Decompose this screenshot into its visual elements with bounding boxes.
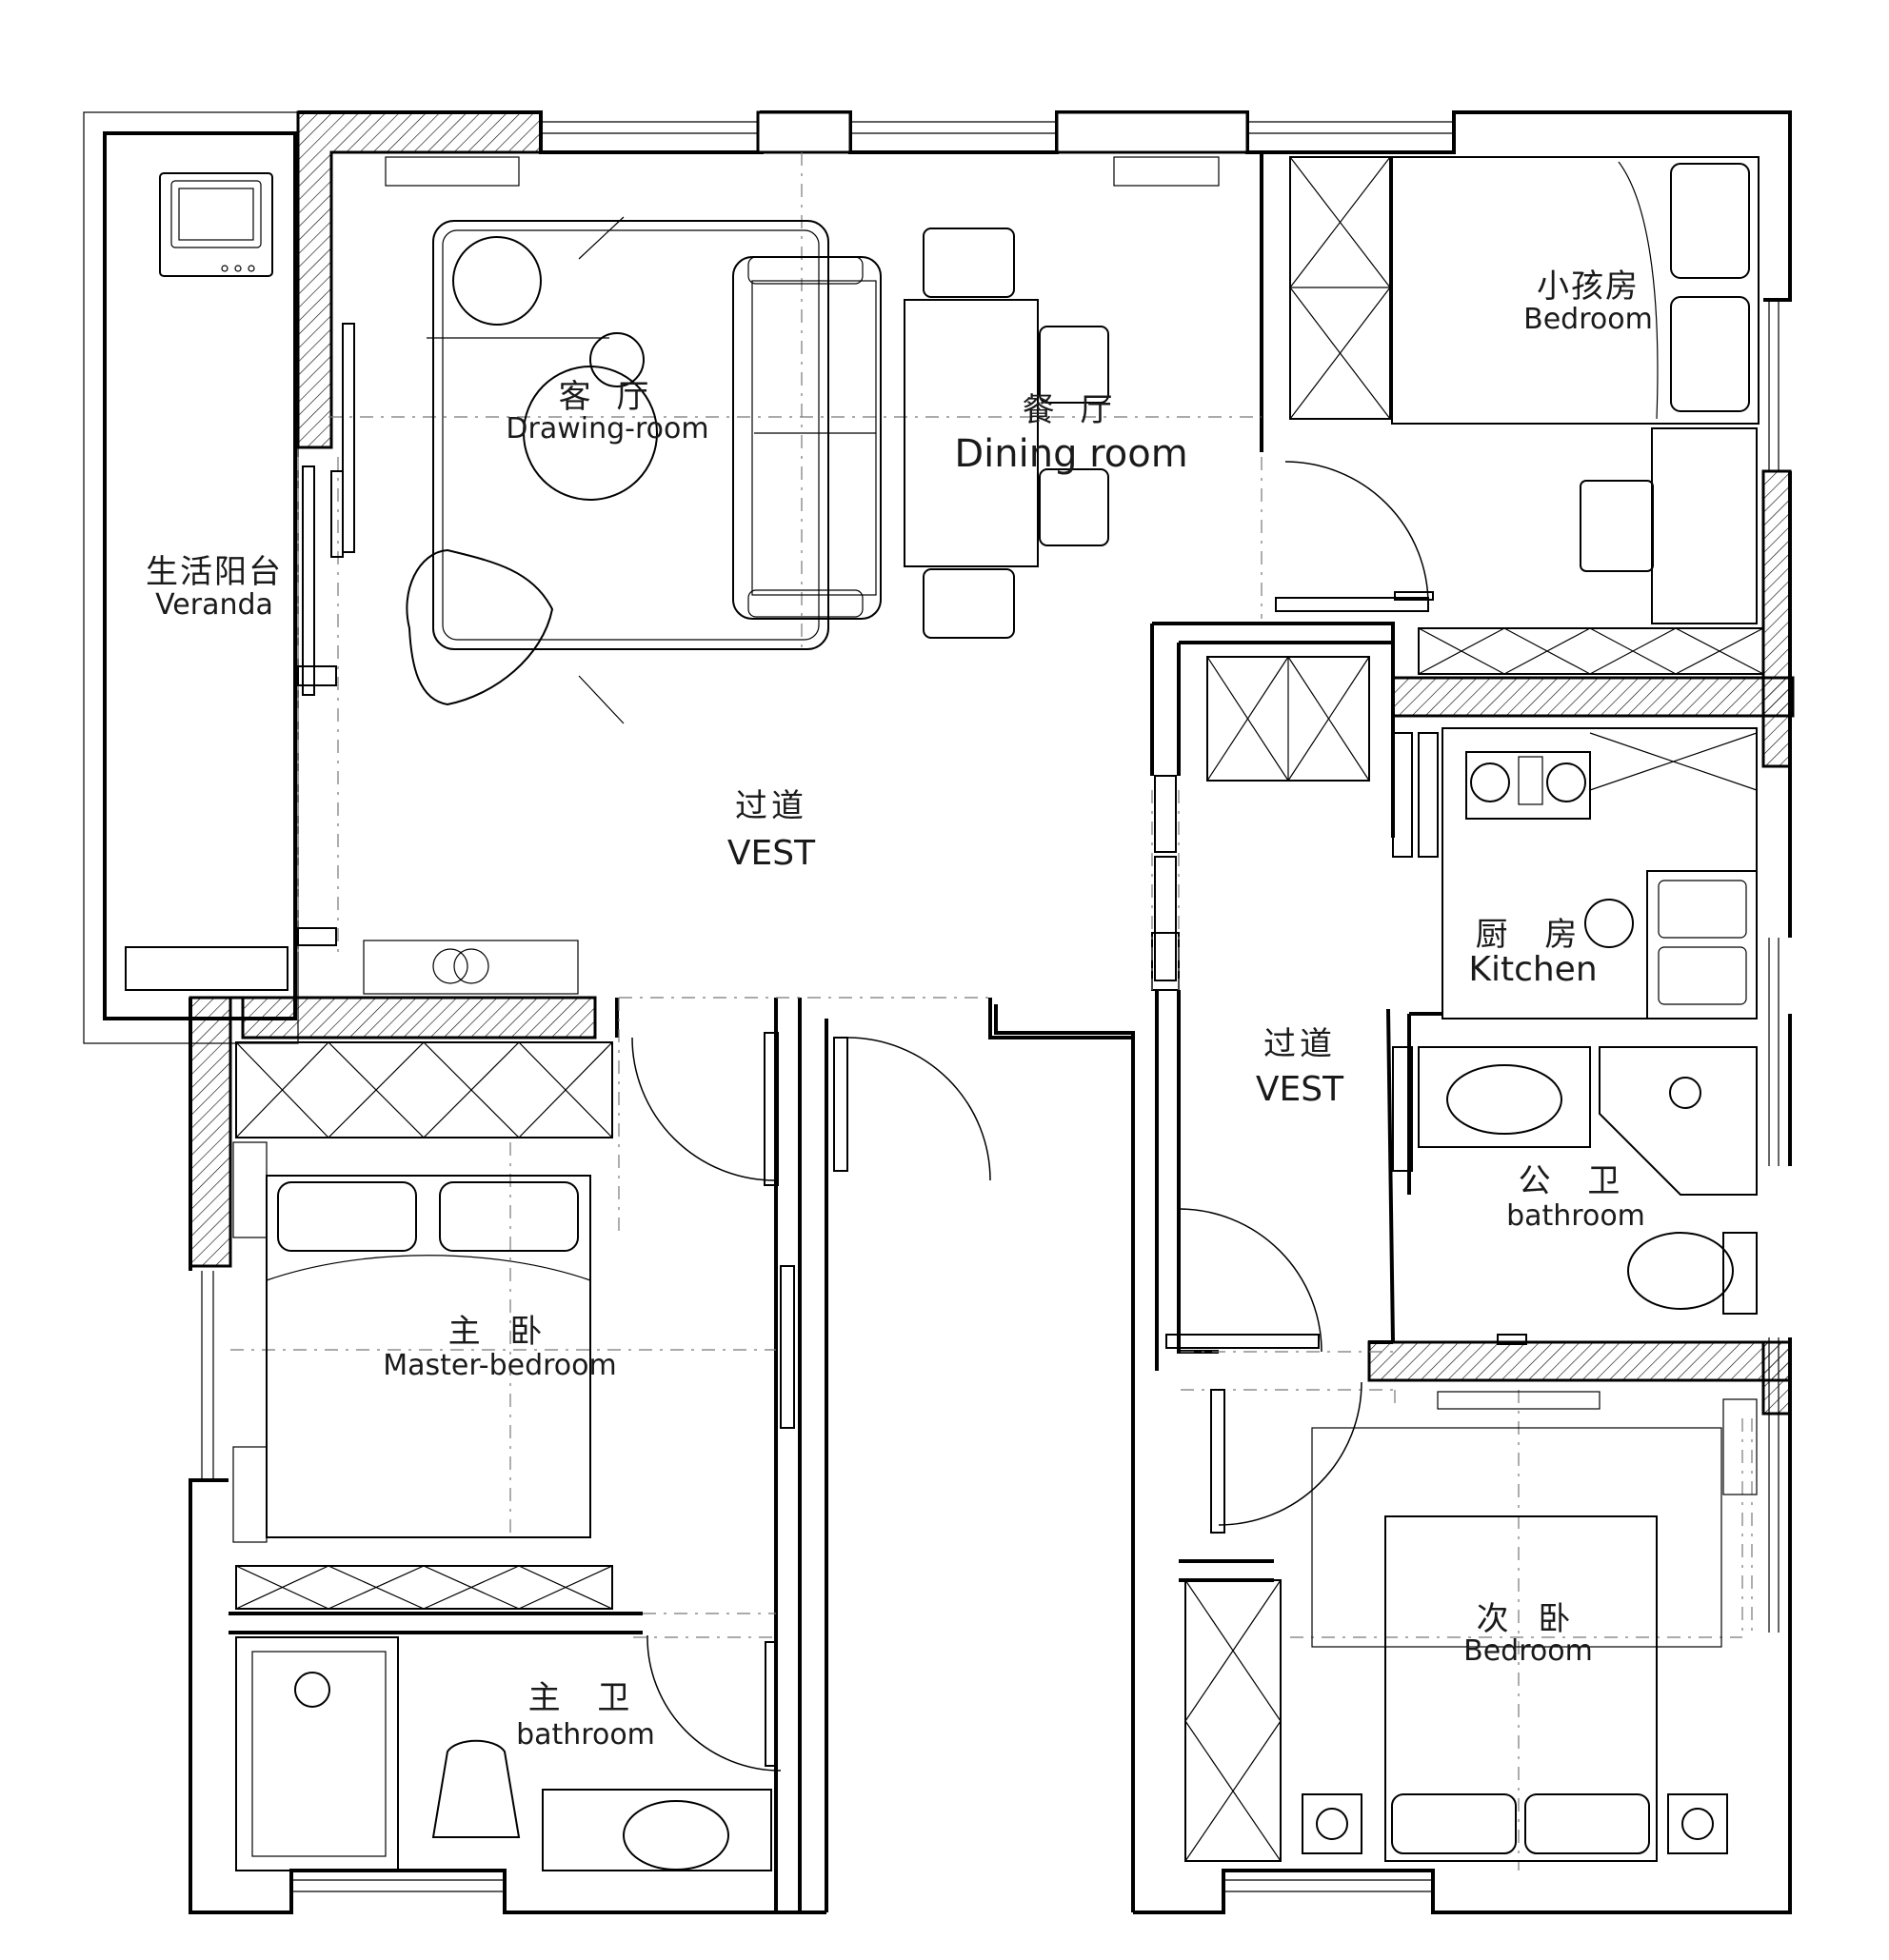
master-bedroom-label-en: Master-bedroom — [383, 1349, 617, 1382]
veranda-label-cn: 生活阳台 — [146, 553, 283, 591]
vest-side-label-cn: 过道 — [1263, 1025, 1336, 1063]
vest-side-label-en: VEST — [1256, 1070, 1344, 1109]
drawing-room-label-en: Drawing-room — [506, 412, 708, 445]
living-room-furniture — [406, 216, 882, 724]
vest-main-label-cn: 过道 — [735, 787, 807, 825]
second-bedroom-furniture — [1184, 1427, 1728, 1862]
veranda-sliding-door — [297, 323, 355, 946]
kitchen-label-cn: 厨 房 — [1476, 916, 1591, 954]
washing-machine-icon — [159, 172, 273, 277]
dining-room-label-cn: 餐 厅 — [1023, 391, 1121, 429]
kids-room-furniture — [1289, 156, 1764, 675]
radiators — [232, 156, 1758, 1543]
kids-room-label-en: Bedroom — [1523, 303, 1653, 336]
second-bedroom-label-cn: 次 卧 — [1477, 1600, 1581, 1638]
kitchen-fixtures — [1442, 727, 1758, 1020]
public-bath-fixtures — [1418, 1046, 1758, 1315]
public-bath-label-cn: 公 卫 — [1519, 1162, 1634, 1200]
second-bedroom-label-en: Bedroom — [1463, 1634, 1593, 1668]
master-bath-label-cn: 主 卫 — [528, 1679, 644, 1717]
master-bedroom-furniture — [235, 1041, 613, 1610]
dining-set — [904, 228, 1109, 639]
vest-console — [363, 940, 579, 995]
dining-room-label-en: Dining room — [954, 432, 1187, 476]
public-bath-label-en: bathroom — [1506, 1199, 1645, 1233]
room-labels: 客 厅 Drawing-room 餐 厅 Dining room 小孩房 Bed… — [146, 267, 1653, 1752]
master-bath-label-en: bathroom — [516, 1718, 655, 1752]
kids-room-label-cn: 小孩房 — [1537, 267, 1640, 306]
master-bedroom-label-cn: 主 卧 — [448, 1313, 552, 1351]
windows — [201, 121, 1780, 1892]
kitchen-label-en: Kitchen — [1468, 950, 1597, 989]
vest-main-label-en: VEST — [727, 834, 816, 873]
hall-cabinet — [1206, 656, 1370, 782]
master-bath-fixtures — [235, 1636, 772, 1871]
drawing-room-label-cn: 客 厅 — [559, 378, 657, 416]
veranda-label-en: Veranda — [155, 588, 273, 622]
doors — [631, 461, 1527, 1772]
